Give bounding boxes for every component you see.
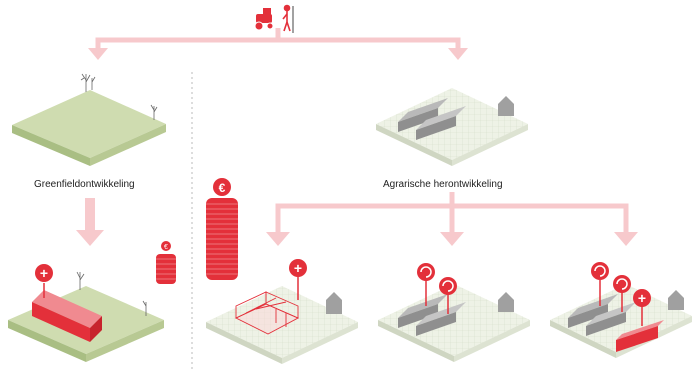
greenhouse [234,291,300,335]
plus-symbol: + [638,290,646,306]
euro-coin-stack-icon: € [206,178,238,280]
plus-symbol: + [294,260,302,276]
redevelop-badge-icon [417,263,435,281]
tree-icon [80,73,158,120]
greenfield-label: Greenfieldontwikkeling [34,179,135,190]
new-barn [32,290,102,342]
redevelop-badge-icon [591,262,609,280]
big-euro-symbol: € [219,181,226,195]
greenfield-plot-before [12,73,166,166]
option-greenhouse-plot: + [206,259,358,364]
tree-icon [76,271,147,316]
tractor-icon [254,8,274,31]
redevelop-badge-icon [613,275,631,293]
farmer-icon [282,4,294,33]
plus-badge-icon: + [35,264,53,282]
plus-badge-icon: + [289,259,307,277]
arrow-down-icon [266,232,638,246]
agrarisch-plot-before [376,88,528,166]
redevelop-badge-icon [439,277,457,295]
arrow-down-icon [76,198,104,246]
option-redevelop-plus-plot: + [550,262,692,358]
option-redevelop-plot [378,263,530,362]
agrarisch-label: Agrarische herontwikkeling [383,179,503,190]
greenfield-plot-after: + [8,264,164,362]
arrow-down-icon [88,48,468,60]
small-euro-symbol: € [164,244,168,251]
top-branch-arrows [95,28,461,56]
plus-symbol: + [40,265,48,281]
euro-coin-stack-icon: € [156,241,176,284]
agrarisch-branch-arrows [275,192,629,236]
plus-badge-icon: + [633,289,651,307]
